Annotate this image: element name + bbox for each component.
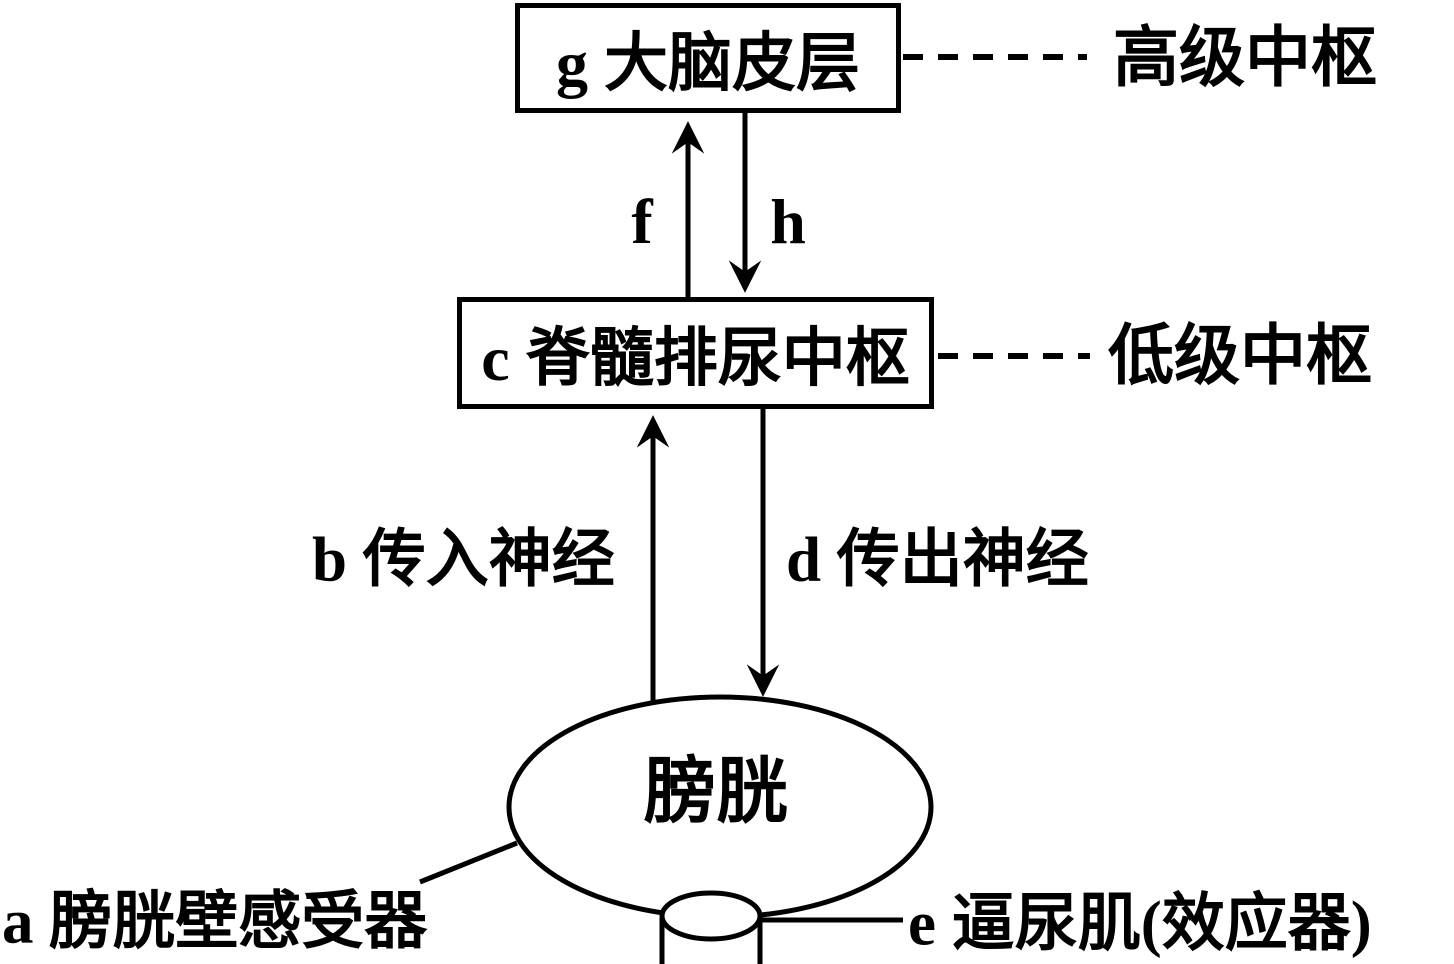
bladder-neck-ellipse bbox=[659, 890, 763, 942]
receptor-pointer-line bbox=[419, 840, 518, 885]
bladder-label: 膀胱 bbox=[643, 752, 789, 832]
arrow-f-label: f bbox=[631, 186, 653, 257]
low-center-annotation: 低级中枢 bbox=[1108, 320, 1372, 393]
high-center-annotation: 高级中枢 bbox=[1113, 22, 1377, 95]
low-center-box-label: c 脊髓排尿中枢 bbox=[481, 323, 910, 394]
receptor-label: a 膀胱壁感受器 bbox=[2, 886, 428, 957]
effector-label: e 逼尿肌(效应器) bbox=[908, 888, 1372, 959]
arrow-h-label: h bbox=[770, 186, 806, 257]
low-center-box: c 脊髓排尿中枢 bbox=[457, 297, 934, 409]
high-center-box-label: g 大脑皮层 bbox=[556, 28, 860, 99]
high-center-box: g 大脑皮层 bbox=[515, 3, 901, 113]
afferent-nerve-label: b 传入神经 bbox=[312, 524, 615, 595]
efferent-nerve-label: d 传出神经 bbox=[786, 524, 1089, 595]
